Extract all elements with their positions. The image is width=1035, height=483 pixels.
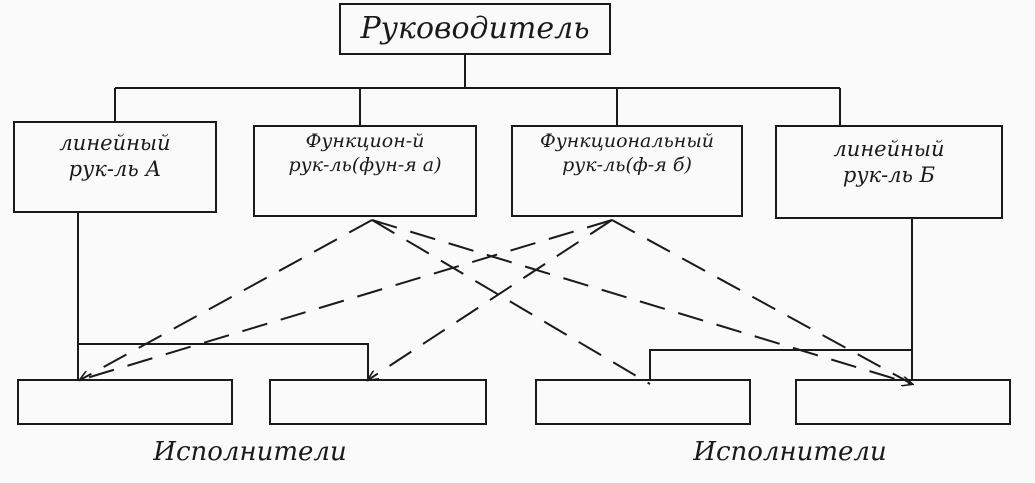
linear-manager-a-label: линейный рук-ль А bbox=[14, 130, 216, 183]
executors-label-right: Исполнители bbox=[693, 437, 887, 467]
functional-manager-b-line2: рук-ль(ф-я б) bbox=[562, 153, 692, 176]
linear-manager-b-label: линейный рук-ль Б bbox=[776, 136, 1002, 189]
func-a-to-exec-1 bbox=[80, 219, 373, 380]
functional-manager-a-box bbox=[253, 125, 477, 217]
func-b-to-exec-1 bbox=[79, 219, 613, 381]
func-b-to-exec-4 bbox=[611, 219, 913, 385]
linear-a-connector bbox=[77, 212, 369, 380]
head-label: Руководитель bbox=[360, 11, 590, 46]
executor-box-4 bbox=[795, 379, 1011, 425]
linear-manager-b-line1: линейный bbox=[833, 137, 945, 161]
linear-manager-b-line2: рук-ль Б bbox=[842, 163, 936, 188]
functional-manager-b-line1: Функциональный bbox=[539, 130, 715, 152]
functional-manager-b-label: Функциональный рук-ль(ф-я б) bbox=[512, 130, 742, 178]
functional-manager-a-label: Функцион-й рук-ль(фун-я а) bbox=[254, 130, 476, 178]
head-box bbox=[339, 3, 611, 55]
executor-box-1 bbox=[17, 379, 233, 425]
executor-box-3 bbox=[535, 379, 751, 425]
head-connector bbox=[114, 54, 841, 126]
linear-manager-a-line1: линейный bbox=[59, 131, 171, 155]
linear-b-connector bbox=[649, 218, 913, 380]
linear-manager-b-box bbox=[775, 125, 1003, 219]
executors-label-left: Исполнители bbox=[153, 437, 347, 467]
functional-manager-a-line2: рук-ль(фун-я а) bbox=[288, 153, 442, 176]
executor-box-2 bbox=[269, 379, 487, 425]
func-b-to-exec-2 bbox=[368, 219, 613, 380]
functional-manager-a-line1: Функцион-й bbox=[305, 130, 425, 152]
func-a-to-exec-4 bbox=[371, 219, 912, 384]
linear-manager-a-line2: рук-ль А bbox=[68, 157, 162, 182]
functional-manager-b-box bbox=[511, 125, 743, 217]
func-a-to-exec-3 bbox=[371, 219, 651, 385]
